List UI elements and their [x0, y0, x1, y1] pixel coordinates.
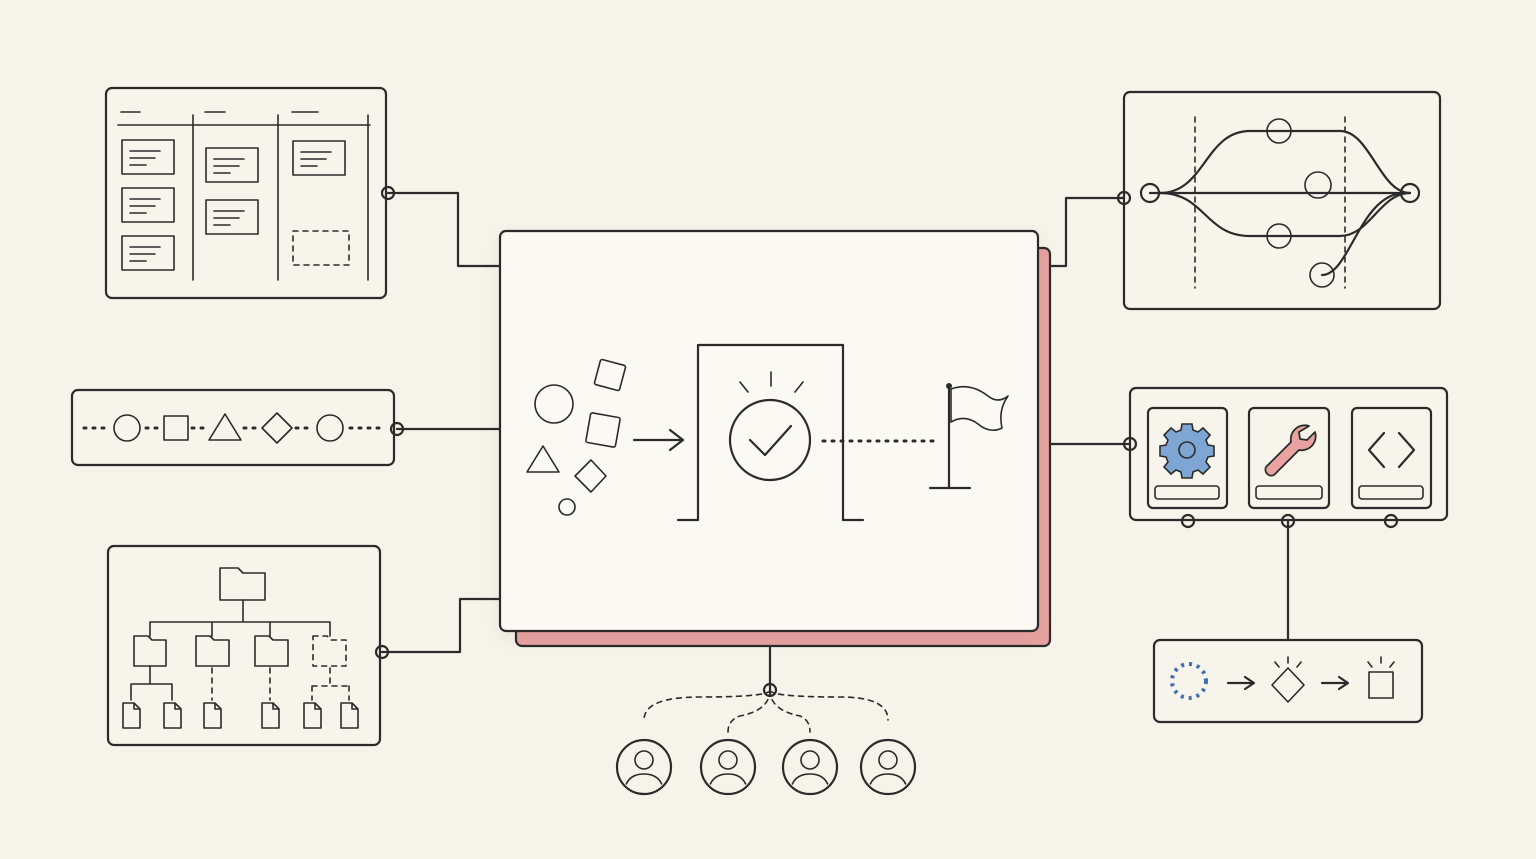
dotted-circle [1170, 662, 1208, 700]
kanban-card [205, 199, 259, 235]
kanban-card-placeholder [292, 230, 350, 266]
kanban-card [292, 140, 346, 176]
user-avatar-icon [781, 738, 839, 796]
kanban-card [121, 139, 175, 175]
folder-icon [195, 635, 230, 667]
arrow-right-icon [1226, 675, 1256, 691]
kanban-card [205, 147, 259, 183]
folder-tree-icon [106, 544, 390, 747]
triangle-shape [208, 413, 242, 441]
kanban-card [121, 235, 175, 271]
connector-port [1180, 513, 1196, 529]
kanban-card [121, 187, 175, 223]
connector-port [762, 682, 778, 698]
code-brackets-icon [1350, 406, 1433, 510]
file-icons [122, 702, 359, 729]
user-link-3 [769, 689, 811, 733]
arrow-right-icon [1320, 675, 1350, 691]
folder-icon [133, 635, 167, 667]
wrench-icon [1247, 406, 1331, 510]
branch-start [1139, 182, 1161, 204]
square-shape [163, 415, 189, 441]
connector-port [374, 644, 390, 660]
transformation-pipeline-icon [1152, 638, 1424, 724]
connector-port [380, 185, 396, 201]
user-avatar-icon [615, 738, 673, 796]
gear-icon [1146, 406, 1229, 510]
tools-panel [1122, 386, 1449, 529]
connector-kanban [386, 191, 502, 268]
connector-port [389, 421, 405, 437]
folder-icon [219, 567, 266, 601]
diamond-shape [261, 412, 293, 444]
connector-port [1116, 190, 1132, 206]
kanban-board-icon [104, 86, 396, 300]
connector-port [1383, 513, 1399, 529]
quality-gate-icon [676, 343, 865, 522]
branch-node [1266, 223, 1292, 249]
branch-node [1304, 171, 1332, 199]
input-shapes [526, 358, 627, 516]
user-avatar-icon [859, 738, 917, 796]
user-link-4 [769, 689, 889, 721]
branch-end [1399, 182, 1421, 204]
connectors [380, 191, 1290, 733]
connector-branches [1048, 196, 1126, 268]
branch-merge-icon [1116, 90, 1442, 311]
square-shape [1368, 671, 1394, 699]
central-process-card [498, 229, 1052, 648]
goal-flag-icon [928, 383, 1009, 490]
user-link-2 [727, 689, 771, 733]
connector-port [1280, 513, 1296, 529]
folder-icon [312, 635, 347, 667]
user-link-1 [643, 689, 771, 721]
connector-folders [380, 597, 502, 654]
user-avatar-icon [699, 738, 757, 796]
branch-node [1266, 118, 1292, 144]
folder-icon [254, 635, 289, 667]
diamond-shape [1271, 667, 1305, 703]
arrow-right-icon [632, 428, 685, 452]
circle-shape [113, 414, 141, 442]
branch-node [1309, 262, 1335, 288]
circle-shape [316, 414, 344, 442]
shape-sequence-icon [70, 388, 405, 467]
connector-port [1122, 436, 1138, 452]
